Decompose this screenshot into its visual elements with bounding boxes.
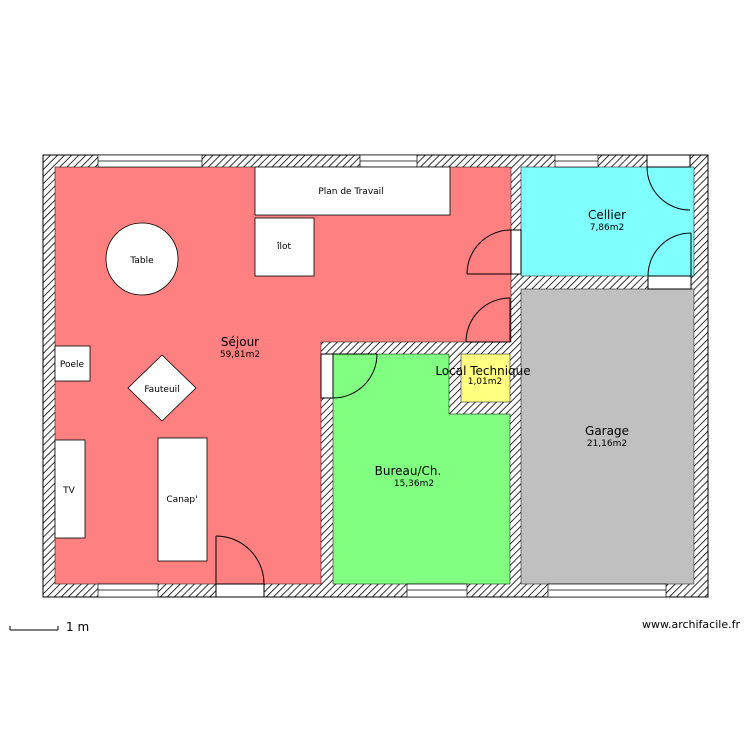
label-table: Table [129,256,154,266]
credit-link[interactable]: www.archifacile.fr [641,618,740,631]
ilot [254,217,315,277]
scale-bar [9,626,59,631]
table [105,222,179,296]
plan-de-travail [254,166,451,216]
label-poele: Poele [60,360,85,370]
room-bureau-name: Bureau/Ch. [375,464,442,478]
furniture [54,166,451,562]
room-cellier-floor [520,166,695,277]
windows [97,154,667,598]
fauteuil [127,354,197,422]
room-sejour-name: Séjour [221,335,259,349]
label-fauteuil: Fauteuil [144,385,179,395]
room-bureau-area: 15,36m2 [394,479,434,489]
room-bureau-floor [332,353,511,585]
label-plan-de-travail: Plan de Travail [318,187,383,197]
room-garage-floor [520,288,695,585]
canape [157,437,208,562]
label-tv: TV [62,486,75,496]
tv [54,439,86,539]
label-canape: Canap' [166,495,197,505]
room-local-area: 1,01m2 [468,377,503,387]
label-ilot: îlot [276,242,292,252]
room-local-name: Local Technique [435,364,530,378]
scale-label: 1 m [66,620,90,634]
room-local-floor [460,353,511,403]
doors [215,154,692,598]
room-cellier-area: 7,86m2 [590,223,625,233]
room-garage-area: 21,16m2 [587,439,627,449]
room-sejour-area: 59,81m2 [220,350,260,360]
room-garage-name: Garage [585,424,629,438]
room-cellier-name: Cellier [588,208,626,222]
poele [54,345,91,382]
